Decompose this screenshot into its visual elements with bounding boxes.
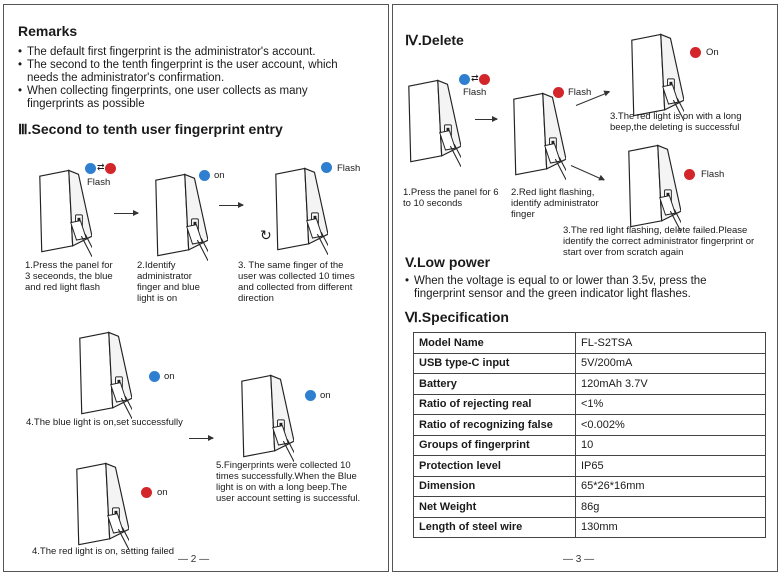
step4-label: on bbox=[164, 371, 175, 382]
section-5-title: V.Low power bbox=[405, 254, 491, 270]
spec-value: 10 bbox=[575, 434, 766, 456]
section-4-title: Ⅳ.Delete bbox=[405, 32, 464, 48]
alternate-icon: ⇄ bbox=[471, 73, 479, 83]
spec-value: 120mAh 3.7V bbox=[575, 373, 766, 395]
spec-key: Groups of fingerprint bbox=[413, 434, 576, 456]
step1-caption: 1.Press the panel for 3 seceonds, the bl… bbox=[25, 260, 113, 293]
d4-caption: 3.The red light flashing, delete failed.… bbox=[563, 225, 755, 258]
spec-value: <1% bbox=[575, 393, 766, 415]
page-number: — 2 — bbox=[178, 554, 210, 565]
arrow-icon bbox=[189, 435, 214, 441]
spec-value: IP65 bbox=[575, 455, 766, 477]
spec-value: 86g bbox=[575, 496, 766, 518]
arrow-icon bbox=[219, 202, 244, 208]
spec-key: Protection level bbox=[413, 455, 576, 477]
blue-light-icon bbox=[321, 162, 332, 173]
step4-caption: 4.The blue light is on,set successfully bbox=[26, 417, 183, 428]
spec-key: Ratio of rejecting real bbox=[413, 393, 576, 415]
d3-caption: 3.The red light is on with a long beep,t… bbox=[610, 111, 742, 133]
red-light-icon bbox=[479, 74, 490, 85]
spec-key: Ratio of recognizing false bbox=[413, 414, 576, 436]
rotate-icon: ↻ bbox=[260, 227, 272, 243]
spec-key: Net Weight bbox=[413, 496, 576, 518]
page-number: — 3 — bbox=[563, 554, 595, 565]
blue-light-icon bbox=[85, 163, 96, 174]
blue-light-icon bbox=[199, 170, 210, 181]
device-icon bbox=[74, 329, 132, 419]
spec-row: Ratio of rejecting real<1% bbox=[413, 393, 766, 415]
spec-key: Model Name bbox=[413, 332, 576, 354]
remark-item: When collecting fingerprints, one user c… bbox=[18, 85, 363, 111]
step1-label: Flash bbox=[87, 177, 111, 188]
low-power-list: When the voltage is equal to or lower th… bbox=[405, 275, 750, 301]
d3-label: On bbox=[706, 47, 719, 58]
blue-light-icon bbox=[149, 371, 160, 382]
red-light-icon bbox=[553, 87, 564, 98]
red-light-icon bbox=[690, 47, 701, 58]
spec-key: Battery bbox=[413, 373, 576, 395]
spec-value: <0.002% bbox=[575, 414, 766, 436]
device-icon bbox=[403, 77, 461, 167]
spec-key: Dimension bbox=[413, 475, 576, 497]
d2-caption: 2.Red light flashing, identify administr… bbox=[511, 187, 599, 220]
spec-value: 5V/200mA bbox=[575, 352, 766, 374]
section-3-title: Ⅲ.Second to tenth user fingerprint entry bbox=[18, 121, 283, 137]
remark-item: The default first fingerprint is the adm… bbox=[18, 46, 363, 59]
step5-label: on bbox=[320, 390, 331, 401]
step6-label: on bbox=[157, 487, 168, 498]
arrow-icon bbox=[475, 116, 498, 122]
step3-label: Flash bbox=[337, 163, 361, 174]
device-icon bbox=[508, 90, 566, 180]
device-icon bbox=[270, 165, 328, 255]
step2-label: on bbox=[214, 170, 225, 181]
spec-value: 130mm bbox=[575, 516, 766, 538]
red-light-icon bbox=[684, 169, 695, 180]
step2-caption: 2.Identify administrator finger and blue… bbox=[137, 260, 200, 304]
alternate-icon: ⇄ bbox=[97, 162, 105, 172]
page-3: Ⅳ.Delete ⇄ Flash 1.Press the panel for 6… bbox=[392, 4, 778, 572]
spec-row: Ratio of recognizing false<0.002% bbox=[413, 414, 766, 436]
device-icon bbox=[623, 142, 681, 232]
spec-key: USB type-C input bbox=[413, 352, 576, 374]
d1-label: Flash bbox=[463, 87, 487, 98]
blue-light-icon bbox=[459, 74, 470, 85]
arrow-icon bbox=[570, 165, 605, 181]
remarks-list: The default first fingerprint is the adm… bbox=[18, 46, 363, 111]
arrow-icon bbox=[114, 210, 139, 216]
device-icon bbox=[150, 171, 208, 261]
red-light-icon bbox=[105, 163, 116, 174]
device-icon bbox=[34, 167, 92, 257]
spec-value: FL-S2TSA bbox=[575, 332, 766, 354]
step3-caption: 3. The same finger of the user was colle… bbox=[238, 260, 355, 304]
d4-label: Flash bbox=[701, 169, 725, 180]
device-icon bbox=[71, 460, 129, 550]
low-power-text: When the voltage is equal to or lower th… bbox=[405, 275, 750, 301]
device-icon bbox=[236, 372, 294, 462]
spec-value: 65*26*16mm bbox=[575, 475, 766, 497]
step5-caption: 5.Fingerprints were collected 10 times s… bbox=[216, 460, 361, 504]
red-light-icon bbox=[141, 487, 152, 498]
blue-light-icon bbox=[305, 390, 316, 401]
page-2: Remarks The default first fingerprint is… bbox=[3, 4, 389, 572]
device-icon bbox=[626, 31, 684, 121]
section-6-title: Ⅵ.Specification bbox=[405, 309, 509, 325]
d1-caption: 1.Press the panel for 6 to 10 seconds bbox=[403, 187, 499, 209]
d2-label: Flash bbox=[568, 87, 592, 98]
remarks-title: Remarks bbox=[18, 23, 78, 39]
remark-item: The second to the tenth fingerprint is t… bbox=[18, 59, 363, 85]
spec-key: Length of steel wire bbox=[413, 516, 576, 538]
step6-caption: 4.The red light is on, setting failed bbox=[32, 546, 175, 557]
